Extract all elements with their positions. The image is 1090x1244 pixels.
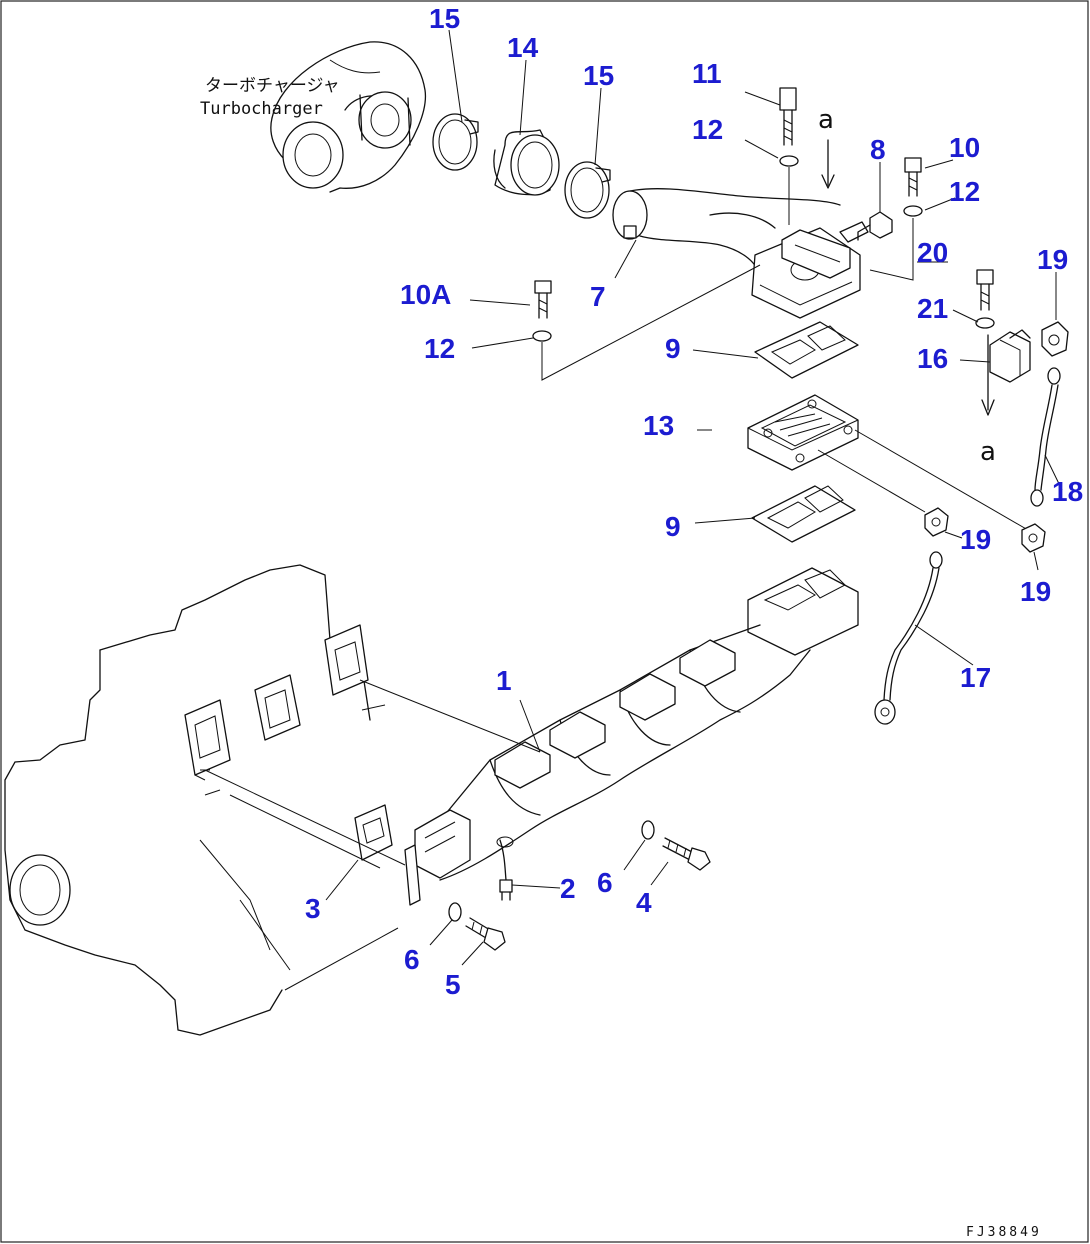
connection-mark-a-top: a (818, 105, 834, 135)
plug-8 (857, 211, 893, 241)
callout-15-right: 15 (583, 60, 614, 91)
terminal-19-right (1021, 523, 1046, 553)
leader-bolt-10A (541, 264, 761, 381)
callout-14: 14 (507, 32, 539, 63)
gasket-9-top (754, 321, 859, 379)
flange-plate-13 (747, 394, 1029, 531)
washer-20 (975, 317, 995, 329)
gasket-9-bottom (751, 485, 856, 543)
turbocharger-label-en: Turbocharger (200, 99, 323, 119)
washer-6-right (641, 820, 655, 840)
callout-9-top: 9 (665, 333, 681, 364)
callout-19-top: 19 (1037, 244, 1068, 275)
turbocharger-drawing (270, 41, 427, 193)
bolt-10 (904, 157, 922, 197)
terminal-19-mid (924, 507, 949, 537)
callout-6-left: 6 (404, 944, 420, 975)
bolt-5 (465, 917, 506, 951)
wire-18 (1030, 367, 1061, 507)
callout-12-right: 12 (949, 176, 980, 207)
sensor-16 (989, 329, 1031, 383)
callout-8: 8 (870, 134, 886, 165)
wire-17 (874, 551, 943, 725)
callout-5: 5 (445, 969, 461, 1000)
gasket-3 (354, 804, 393, 861)
callout-17: 17 (960, 662, 991, 693)
callout-9-bottom: 9 (665, 511, 681, 542)
callout-18: 18 (1052, 476, 1083, 507)
hose-14 (493, 129, 560, 196)
callout-7: 7 (590, 281, 606, 312)
arrow-a-top (821, 139, 835, 189)
washer-12-top (779, 155, 799, 167)
callout-15-left: 15 (429, 3, 460, 34)
callout-21: 21 (917, 293, 948, 324)
plug-2 (499, 879, 513, 901)
bolt-10A (534, 280, 552, 319)
callout-19-mid: 19 (960, 524, 991, 555)
bolt-11 (779, 87, 797, 146)
reference-code: FJ38849 (966, 1225, 1042, 1240)
exhaust-elbow-pipe (612, 188, 869, 319)
callout-12-left: 12 (424, 333, 455, 364)
leader-bolt-10 (869, 218, 914, 281)
callout-16: 16 (917, 343, 948, 374)
engine-block-drawing (4, 564, 371, 1036)
callout-4: 4 (636, 887, 652, 918)
connection-mark-a-bottom: a (980, 437, 996, 467)
callout-3: 3 (305, 893, 321, 924)
arrow-a-bottom (981, 334, 995, 416)
callout-20: 20 (917, 237, 948, 268)
callout-2: 2 (560, 873, 576, 904)
callout-19-right: 19 (1020, 576, 1051, 607)
washer-6-left (448, 902, 462, 922)
callout-11: 11 (692, 58, 722, 89)
callout-12-top: 12 (692, 114, 723, 145)
callout-6-right: 6 (597, 867, 613, 898)
clamp-15-right (564, 161, 611, 219)
clamp-15-left (432, 113, 479, 171)
assembly-guide-lines (204, 679, 541, 991)
turbocharger-label-jp: ターボチャージャ (205, 76, 340, 96)
bolt-4 (662, 837, 711, 871)
washer-12-right (903, 205, 923, 217)
callout-1: 1 (496, 665, 512, 696)
washer-12-left (532, 330, 552, 342)
exhaust-manifold-1 (404, 567, 859, 906)
callout-13: 13 (643, 410, 674, 441)
bolt-21 (976, 269, 994, 311)
callout-leaders (325, 29, 1063, 966)
callout-10: 10 (949, 132, 980, 163)
callout-10A: 10A (400, 279, 451, 310)
terminal-19-top (1041, 321, 1069, 357)
